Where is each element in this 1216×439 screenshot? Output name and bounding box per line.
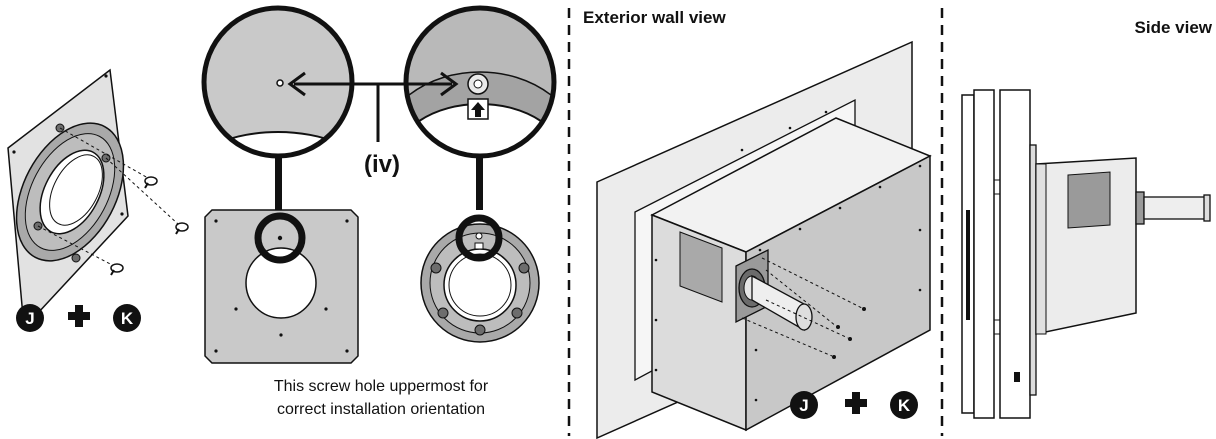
arrow-up-icon: [467, 98, 489, 120]
caption-line-2: correct installation orientation: [277, 401, 485, 418]
flange-bore: [39, 149, 105, 235]
caption-line-1: This screw hole uppermost for: [274, 378, 489, 395]
callout-label: (iv): [364, 151, 400, 178]
fastener-badge-k: [113, 304, 141, 332]
fastener-label-k: K: [121, 309, 134, 328]
fastener-badge-j: [16, 304, 44, 332]
header-exterior-wall-view: Exterior wall view: [583, 8, 726, 27]
magnifier-ring-detail: [403, 5, 557, 159]
access-panel: [679, 231, 723, 303]
connector-right: [476, 154, 483, 210]
fastener-legend-left: J K: [16, 304, 141, 332]
fastener-label-j-center: J: [799, 396, 808, 415]
fastener-legend-center: J K: [790, 391, 918, 419]
fastener-badge-k-center: [890, 391, 918, 419]
side-view: [961, 89, 1211, 419]
callout-arrow: [287, 71, 459, 142]
gasket-plate: [204, 209, 359, 364]
plus-icon-center: [845, 392, 867, 414]
connector-left: [275, 154, 282, 214]
fastener-label-j: J: [25, 309, 34, 328]
screw-2: [175, 222, 189, 235]
fastener-label-k-center: K: [898, 396, 911, 415]
side-flue-pipe: [1143, 196, 1209, 220]
box-side: [745, 154, 931, 432]
wall-layer-inner: [973, 89, 995, 419]
header-side-view: Side view: [1135, 18, 1213, 37]
screw-1: [144, 176, 158, 189]
screw-3: [110, 263, 124, 276]
plus-icon: [68, 305, 90, 327]
flange-plate-assembly: [7, 68, 189, 330]
fastener-badge-j-center: [790, 391, 818, 419]
screw-hole-marker: [276, 79, 284, 87]
exterior-wall-view: [596, 40, 932, 439]
flange-ring-front: [420, 214, 540, 343]
